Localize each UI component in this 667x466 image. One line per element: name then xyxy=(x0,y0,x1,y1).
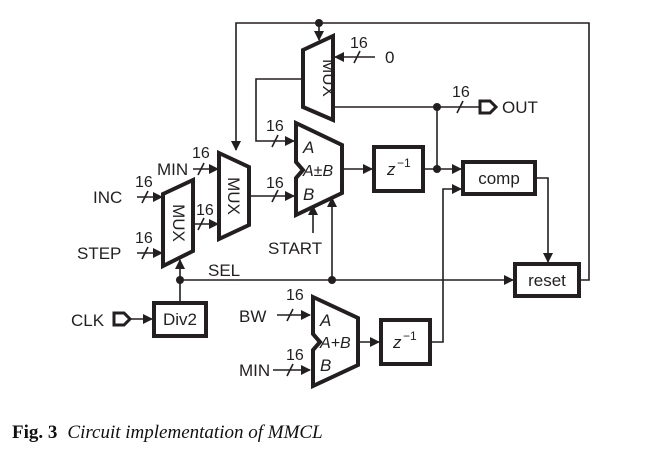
bus-slash xyxy=(141,246,149,260)
adder-main: A A±B B xyxy=(294,119,344,219)
bus-width-label: 16 xyxy=(135,230,153,247)
comp-label: comp xyxy=(478,169,520,188)
adder-input-b-label: B xyxy=(320,356,331,375)
delay-upper: z −1 xyxy=(372,145,425,193)
delay-z-label: z xyxy=(386,160,396,179)
zero-label: 0 xyxy=(385,48,394,67)
clk-label: CLK xyxy=(71,311,105,330)
bus-slash xyxy=(286,308,294,322)
adder-lower: A A+B B xyxy=(311,293,360,390)
mux-label: MUX xyxy=(224,177,243,215)
wire-lower-delay-to-comp xyxy=(431,184,462,343)
mux-left: MUX xyxy=(161,176,195,270)
bus-slash xyxy=(286,363,294,377)
wire-comp-to-reset xyxy=(535,177,553,263)
bus-width-label: 16 xyxy=(350,35,368,52)
min-top-label: MIN xyxy=(157,160,188,179)
bw-label: BW xyxy=(239,307,266,326)
bus-width-label: 16 xyxy=(266,175,284,192)
adder-op-label: A+B xyxy=(319,335,351,352)
min-bottom-label: MIN xyxy=(239,361,270,380)
junction-dot xyxy=(433,165,441,173)
junction-dot xyxy=(315,19,323,27)
wires xyxy=(112,19,590,377)
out-port-icon xyxy=(478,99,499,115)
bus-slash xyxy=(197,162,205,176)
mux-middle: MUX xyxy=(217,149,251,243)
adder-input-a-label: A xyxy=(319,311,331,330)
bus-width-label: 16 xyxy=(452,84,470,101)
bus-slash xyxy=(456,100,464,114)
bus-width-label: 16 xyxy=(266,118,284,135)
delay-lower: z −1 xyxy=(379,318,432,366)
reset-label: reset xyxy=(528,271,566,290)
bus-width-label: 16 xyxy=(196,202,214,219)
out-label: OUT xyxy=(502,98,538,117)
step-label: STEP xyxy=(77,244,121,263)
adder-input-b-label: B xyxy=(303,185,314,204)
sel-label: SEL xyxy=(208,261,240,280)
delay-exp-label: −1 xyxy=(397,156,411,170)
figure-caption: Fig. 3 Circuit implementation of MMCL xyxy=(12,422,323,443)
div2-block: Div2 xyxy=(152,301,208,338)
mux-label: MUX xyxy=(319,59,338,97)
bus-width-label: 16 xyxy=(286,287,304,304)
adder-input-a-label: A xyxy=(302,138,314,157)
adder-op-label: A±B xyxy=(302,163,333,180)
bus-slash xyxy=(353,50,361,64)
caption-label: Fig. 3 xyxy=(12,422,57,443)
clk-port-icon xyxy=(112,311,133,327)
bus-slash xyxy=(271,134,279,148)
inc-label: INC xyxy=(93,188,122,207)
mux-label: MUX xyxy=(169,204,188,242)
bus-width-label: 16 xyxy=(135,174,153,191)
delay-exp-label: −1 xyxy=(403,329,417,343)
comp-block: comp xyxy=(461,160,537,196)
bus-width-label: 16 xyxy=(192,145,210,162)
mux-top: MUX xyxy=(301,32,338,124)
wire-reset-feedback xyxy=(231,22,590,281)
delay-z-label: z xyxy=(392,333,402,352)
bus-slash xyxy=(271,189,279,203)
bus-slash xyxy=(141,190,149,204)
bus-slash xyxy=(197,217,205,231)
div2-label: Div2 xyxy=(163,310,197,329)
reset-block: reset xyxy=(513,262,581,298)
caption-text: Circuit implementation of MMCL xyxy=(67,422,322,443)
bus-width-label: 16 xyxy=(286,347,304,364)
start-label: START xyxy=(268,239,322,258)
